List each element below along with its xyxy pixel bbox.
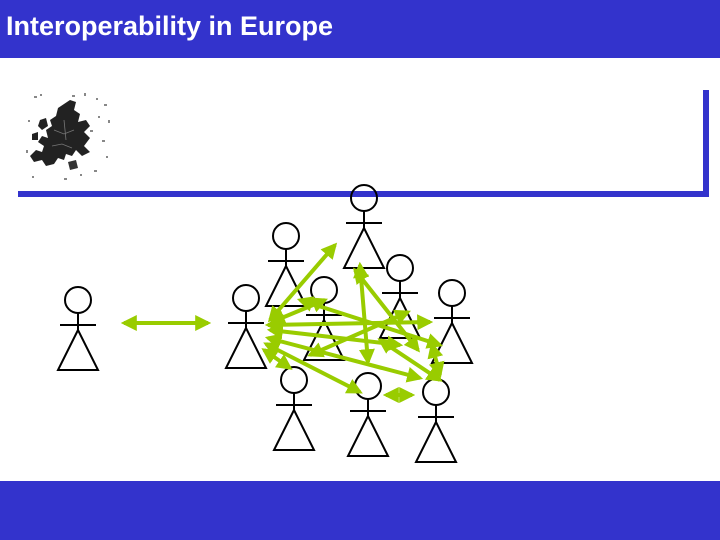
person-figure (272, 366, 316, 451)
person-figure (56, 286, 100, 371)
person-figure (346, 372, 390, 457)
interop-arrow (261, 348, 293, 370)
person-figure (342, 184, 386, 269)
slide-title: Interoperability in Europe (6, 11, 334, 41)
europe-map-icon (24, 90, 114, 182)
person-figure (414, 378, 458, 463)
interop-arrow (427, 341, 445, 379)
person-figure (224, 284, 268, 369)
frame-line-vertical (703, 90, 709, 197)
title-bar: Interoperability in Europe (0, 0, 720, 58)
person-figure (430, 279, 474, 364)
interop-arrow (264, 314, 434, 333)
footer-bar (0, 481, 720, 540)
person-figure (264, 222, 308, 307)
interop-arrow (307, 309, 411, 358)
frame-line-horizontal (18, 191, 709, 197)
